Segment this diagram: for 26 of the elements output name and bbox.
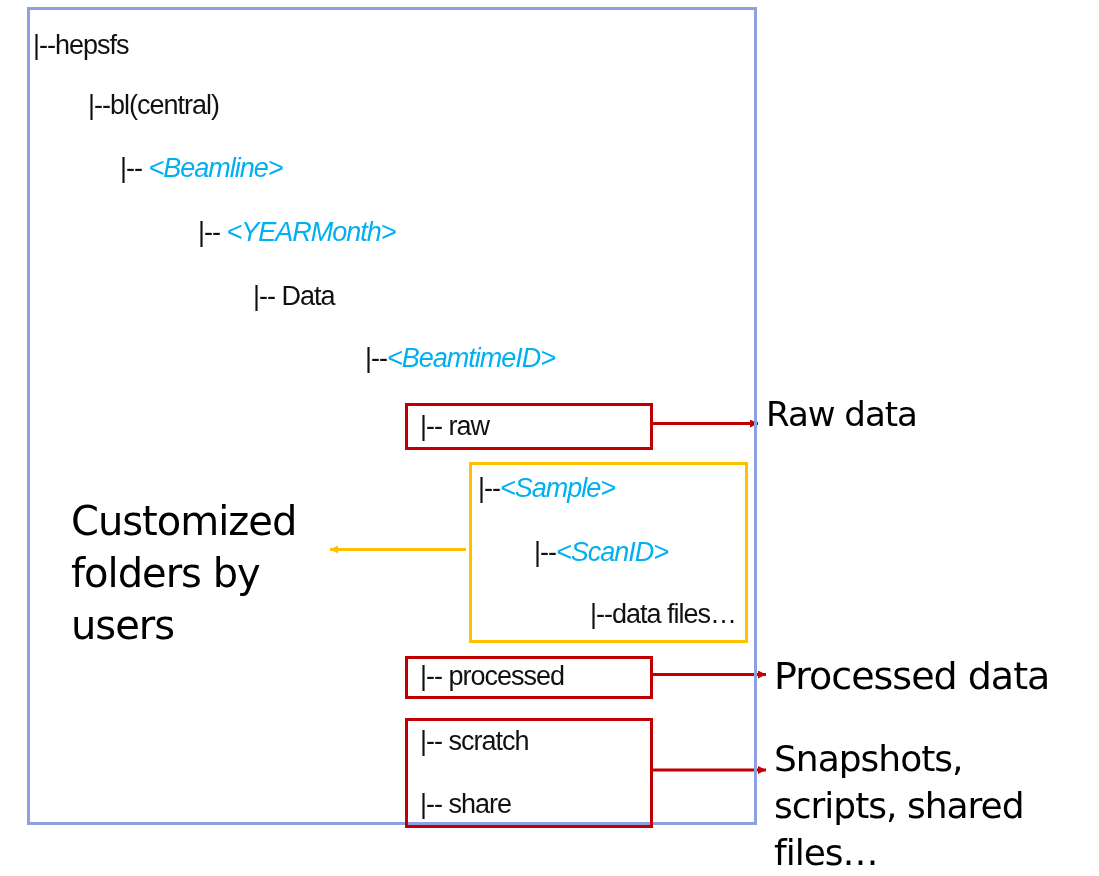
folder-path-text: |--<BeamtimeID>	[365, 343, 556, 374]
arrow	[650, 419, 758, 428]
arrow	[650, 670, 766, 679]
folder-path-text: |-- scratch	[420, 726, 529, 757]
folder-path-text: |-- <YEARMonth>	[198, 217, 396, 248]
folder-path-text: |--<ScanID>	[534, 537, 669, 568]
folder-path-text: |-- processed	[420, 661, 565, 692]
highlight-box	[405, 718, 653, 828]
annotation-text: Customized folders by users	[71, 495, 333, 645]
folder-path-text: |--bl(central)	[88, 90, 220, 121]
folder-tree-panel	[27, 7, 757, 825]
highlight-box	[405, 656, 653, 699]
folder-path-text: |-- Data	[253, 281, 335, 312]
folder-path-text: |-- share	[420, 789, 512, 820]
highlight-box	[469, 462, 748, 643]
annotation-text: Raw data	[766, 392, 946, 442]
annotation-text: Snapshots, scripts, shared files…	[774, 735, 1074, 876]
folder-path-text: |-- <Beamline>	[120, 153, 283, 184]
highlight-box	[405, 403, 653, 450]
folder-path-text: |--<Sample>	[478, 473, 616, 504]
folder-path-text: |--hepsfs	[33, 30, 129, 61]
folder-path-text: |--data files…	[590, 599, 737, 630]
folder-path-text: |-- raw	[420, 411, 489, 442]
annotation-text: Processed data	[774, 652, 1094, 704]
arrow	[330, 545, 466, 554]
arrow	[650, 766, 766, 774]
